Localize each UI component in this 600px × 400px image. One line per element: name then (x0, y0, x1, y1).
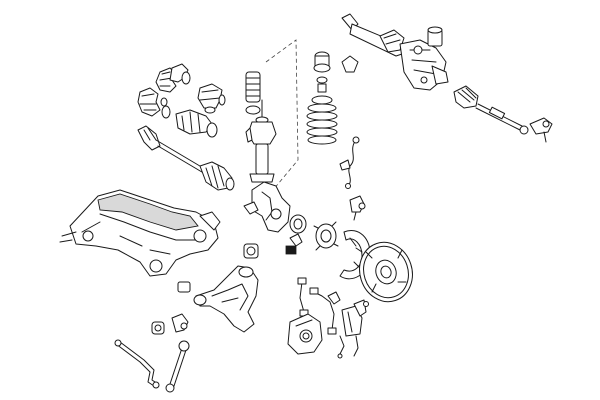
cv-boot-kit-1 (137, 87, 171, 119)
cv-boot-kit-2 (197, 83, 226, 114)
ball-joint (171, 313, 189, 333)
stabilizer-bar (114, 339, 160, 389)
steering-rack (341, 13, 449, 91)
brake-hose-1 (297, 277, 309, 317)
brake-caliper (287, 313, 323, 355)
tie-rod-end (529, 117, 553, 143)
control-arm-bushing-1 (243, 243, 259, 259)
abs-sensor-upper (339, 136, 360, 189)
strut-dust-cover (245, 71, 261, 115)
stabilizer-link (165, 340, 190, 393)
coil-spring (306, 95, 338, 145)
brake-disc (359, 241, 413, 303)
cv-boot-kit-3 (175, 109, 218, 138)
abs-sensor-lower (349, 195, 366, 221)
strut-bump-stop (341, 55, 359, 73)
wheel-bearing (289, 214, 307, 234)
strut-mount (313, 51, 331, 93)
brake-hose-2 (309, 287, 341, 335)
steering-knuckle (243, 181, 291, 233)
control-arm-bushing-3 (151, 321, 165, 335)
control-arm-bushing-2 (177, 281, 191, 293)
wheel-hub (313, 221, 339, 251)
tie-rod-boot (453, 85, 479, 109)
control-arm (193, 265, 259, 333)
pad-wear-sensor (337, 335, 345, 359)
tie-rod (475, 103, 529, 135)
brake-pad-set (341, 299, 369, 357)
subframe (59, 189, 221, 277)
drive-shaft (137, 125, 235, 191)
cv-boot-upper-mid (169, 63, 191, 85)
hub-bolt (285, 233, 303, 255)
shock-absorber (245, 99, 277, 183)
